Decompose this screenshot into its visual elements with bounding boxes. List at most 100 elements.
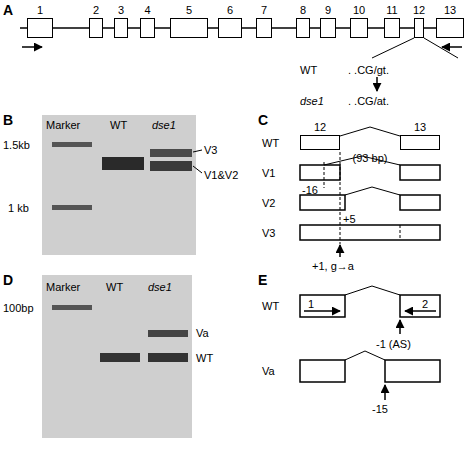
gel-band — [52, 305, 92, 310]
exon-box — [400, 295, 440, 317]
exon-number: 6 — [227, 4, 233, 17]
figure-label: Marker — [46, 118, 80, 132]
intron-line — [242, 27, 256, 29]
figure-label: Va — [196, 326, 209, 340]
exon-box: 10 — [350, 18, 368, 38]
exon-box: 13 — [400, 135, 440, 150]
exon-box — [385, 360, 440, 382]
exon-number: 11 — [386, 4, 397, 17]
figure-label: WT — [106, 280, 123, 294]
exon-box: 12 — [300, 135, 340, 150]
intron-line — [310, 27, 320, 29]
intron-line — [53, 27, 89, 29]
figure-label: 2 — [422, 297, 428, 311]
gel-band — [150, 149, 192, 157]
exon-number: 13 — [444, 4, 456, 17]
figure-label: Marker — [46, 280, 80, 294]
figure-label: V2 — [262, 196, 275, 210]
exon-box — [400, 195, 440, 210]
zoom-line — [372, 38, 414, 58]
intron-caret — [340, 127, 400, 136]
gel — [42, 275, 192, 438]
exon-number: 13 — [414, 121, 426, 134]
figure-label: 1.5kb — [3, 138, 30, 152]
exon-number: 9 — [325, 4, 331, 17]
dashed-marker — [324, 162, 325, 188]
figure-label: . .CG/gt. — [348, 63, 389, 77]
intron-line — [400, 27, 414, 29]
figure-label: WT — [262, 299, 279, 313]
intron-line — [424, 27, 436, 29]
exon-box — [400, 165, 440, 180]
figure-label: dse1 — [148, 280, 172, 294]
exon-box: 3 — [114, 18, 128, 38]
exon-box: 7 — [256, 18, 272, 38]
figure-label: -16 — [302, 183, 318, 197]
gel-band — [52, 205, 92, 210]
figure-label: V3 — [262, 226, 275, 240]
figure-label: Va — [262, 364, 275, 378]
exon-box — [300, 165, 340, 180]
figure-label: dse1 — [300, 94, 324, 108]
site-arrow — [399, 320, 401, 334]
gel-band — [150, 161, 192, 171]
exon-box: 2 — [89, 18, 103, 38]
figure-label: 100bp — [3, 301, 34, 315]
exon-number: 8 — [300, 4, 306, 17]
panel-letter: D — [3, 272, 13, 289]
exon-box: 4 — [140, 18, 155, 38]
figure-label: +5 — [343, 212, 356, 226]
panel-letter: B — [3, 112, 13, 129]
gel-band — [148, 330, 188, 337]
intron-line — [103, 27, 114, 29]
exon-box: 1 — [27, 18, 53, 38]
intron-length: (93 bp) — [353, 152, 388, 165]
intron-line — [336, 27, 350, 29]
exon-box: 6 — [218, 18, 242, 38]
splice-caret — [345, 286, 400, 295]
figure-label: dse1 — [152, 118, 176, 132]
exon-number: 4 — [144, 4, 150, 17]
gel-band — [100, 353, 140, 362]
exon-number: 5 — [186, 4, 192, 17]
dashed-marker — [340, 152, 341, 244]
figure-label: WT — [196, 351, 213, 365]
primer-arrow — [22, 46, 42, 48]
pointer-line — [193, 150, 202, 152]
splice-caret — [345, 187, 400, 195]
panel-letter: C — [258, 112, 268, 129]
exon-number: 10 — [353, 4, 365, 17]
primer-arrow — [304, 310, 340, 312]
exon-box: 13 — [436, 18, 464, 38]
gel-band — [148, 353, 188, 362]
exon-number: 1 — [37, 4, 43, 17]
splice-caret — [345, 351, 385, 360]
exon-number: 7 — [261, 4, 267, 17]
primer-arrow — [442, 46, 462, 48]
figure-label: WT — [110, 118, 127, 132]
figure-label: 1 kb — [8, 201, 29, 215]
site-arrow — [339, 245, 341, 257]
gene-line — [20, 27, 27, 29]
exon-box — [300, 225, 440, 240]
pointer-line — [193, 166, 202, 173]
figure-label: WT — [262, 136, 279, 150]
figure-label: -15 — [372, 402, 388, 416]
intron-line — [368, 27, 384, 29]
dashed-marker — [400, 225, 401, 240]
exon-box — [300, 360, 345, 382]
exon-number: 2 — [93, 4, 99, 17]
figure-label: V3 — [204, 143, 217, 157]
zoom-line — [424, 38, 458, 58]
figure-label: . .CG/at. — [348, 94, 389, 108]
exon-box: 8 — [296, 18, 310, 38]
exon-box: 11 — [384, 18, 400, 38]
intron-line — [128, 27, 140, 29]
figure-label: 1 — [308, 297, 314, 311]
gel — [42, 115, 196, 255]
exon-number: 12 — [413, 4, 425, 17]
exon-box — [300, 195, 345, 210]
figure-label: +1, g→a — [312, 259, 354, 273]
